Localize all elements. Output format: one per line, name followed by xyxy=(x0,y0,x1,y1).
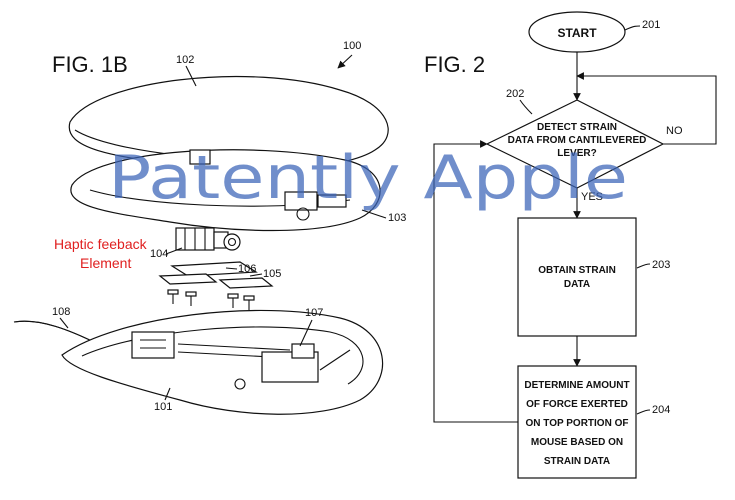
mount-brackets xyxy=(158,261,274,289)
ref-201: 201 xyxy=(642,19,660,31)
obtain-strain-box xyxy=(517,217,637,337)
ref-102: 102 xyxy=(176,54,194,66)
ref-107: 107 xyxy=(305,307,323,319)
ref-105: 105 xyxy=(263,268,281,280)
haptic-label-line1: Haptic feeback xyxy=(54,236,148,252)
start-text: START xyxy=(557,26,597,40)
haptic-label-line2: Element xyxy=(80,255,131,271)
no-label: NO xyxy=(666,125,683,137)
ref-204: 204 xyxy=(652,404,670,416)
ref-106-leader xyxy=(225,267,238,270)
step204-text: DETERMINE AMOUNT OF FORCE EXERTED ON TOP P… xyxy=(524,380,629,467)
no-loop-arrow xyxy=(576,72,717,145)
watermark: Patently Apple xyxy=(108,143,628,213)
ref-202-leader xyxy=(519,99,533,115)
screws xyxy=(167,289,255,310)
decision-line2: DATA FROM CANTILEVERED xyxy=(508,135,647,146)
determine-force-box xyxy=(517,365,637,479)
step204-line: STRAIN DATA xyxy=(544,456,610,467)
ref-108-leader xyxy=(59,317,69,329)
ref-108: 108 xyxy=(52,306,70,318)
ref-104-leader xyxy=(165,247,183,255)
ref-201-leader xyxy=(624,25,641,31)
step203-line1: OBTAIN STRAIN xyxy=(538,265,616,276)
fig-2: FIG. 2 START 201 DETECT STRAIN DATA FROM… xyxy=(424,11,717,479)
yes-label: YES xyxy=(581,191,603,203)
step203-line2: DATA xyxy=(564,279,590,290)
ref-102-leader xyxy=(185,65,197,87)
ref-104: 104 xyxy=(150,248,168,260)
ref-107-leader xyxy=(299,319,313,347)
ref-204-leader xyxy=(636,409,651,415)
decision-line1: DETECT STRAIN xyxy=(537,122,617,133)
haptic-element xyxy=(175,227,241,251)
ref-105-leader xyxy=(249,273,263,277)
ref-103-leader xyxy=(361,209,387,219)
ref-202: 202 xyxy=(506,88,524,100)
ref-203-leader xyxy=(636,263,651,269)
ref-101-leader xyxy=(164,387,171,401)
loop-back-arrow xyxy=(433,140,518,423)
mouse-mid-assembly xyxy=(70,149,381,232)
fig-1b: FIG. 1B 100 102 103 xyxy=(13,40,406,415)
decision-line3: LEVER? xyxy=(557,148,596,159)
ref-100-arrow xyxy=(337,54,353,69)
step204-line: MOUSE BASED ON xyxy=(531,437,623,448)
ref-203: 203 xyxy=(652,259,670,271)
step204-line: OF FORCE EXERTED xyxy=(526,399,628,410)
fig-1b-title: FIG. 1B xyxy=(52,52,128,77)
fig-2-title: FIG. 2 xyxy=(424,52,485,77)
ref-100: 100 xyxy=(343,40,361,52)
ref-101: 101 xyxy=(154,401,172,413)
step204-line: DETERMINE AMOUNT xyxy=(524,380,629,391)
mouse-base xyxy=(61,309,384,415)
step204-line: ON TOP PORTION OF xyxy=(526,418,629,429)
ref-103: 103 xyxy=(388,212,406,224)
ref-106: 106 xyxy=(238,263,256,275)
